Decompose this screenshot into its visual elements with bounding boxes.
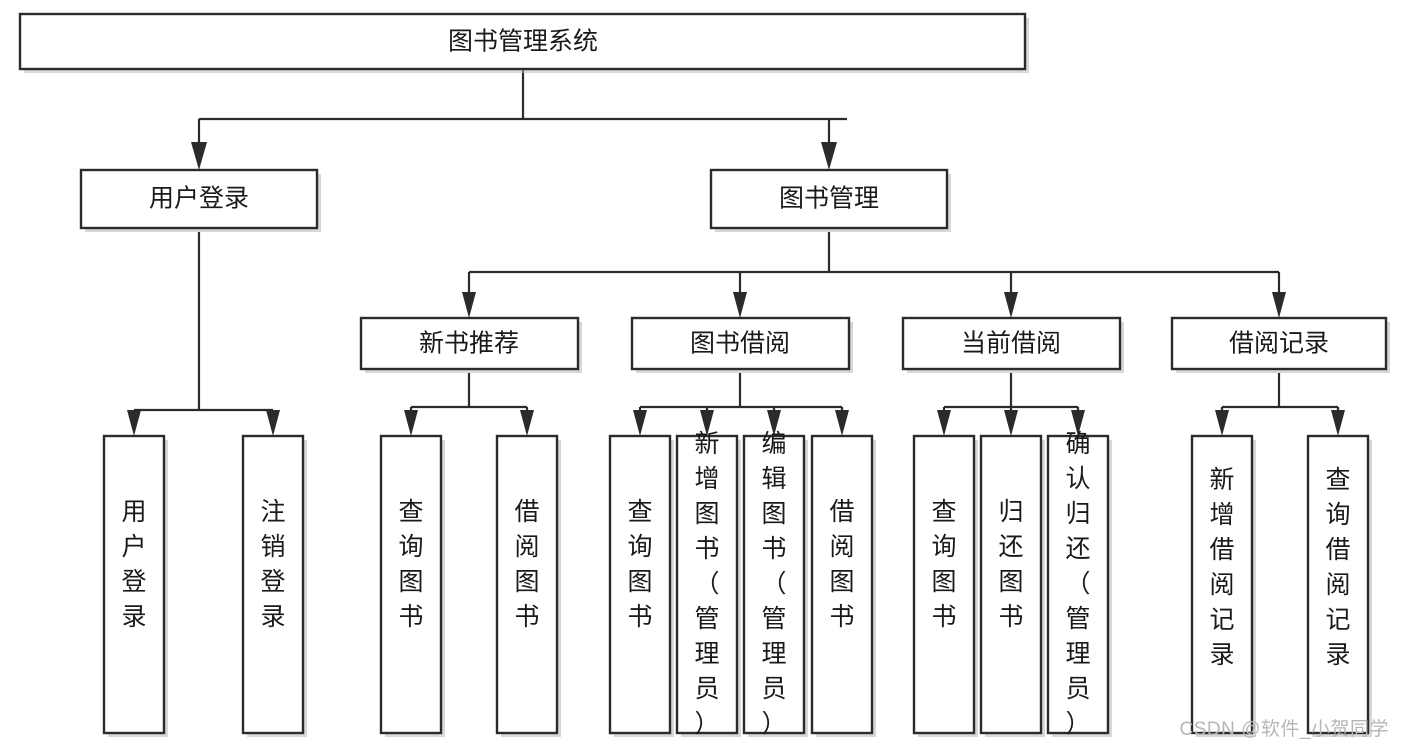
node-leaf-borrow-book-1[interactable]: 借阅图书 (495, 434, 561, 737)
connector-group (127, 69, 1345, 436)
node-book-borrow-label: 图书借阅 (690, 330, 790, 358)
node-borrow-record-box[interactable] (1170, 316, 1388, 371)
arrow-head-leaf-add-record (1215, 410, 1229, 436)
node-leaf-query-book-2[interactable]: 查询图书 (608, 434, 674, 737)
node-borrow-record-label: 借阅记录 (1229, 330, 1329, 358)
node-leaf-query-book-3-box[interactable] (912, 434, 976, 735)
node-book-borrow-box[interactable] (630, 316, 851, 371)
node-leaf-query-book-1-box[interactable] (379, 434, 443, 735)
arrow-head-leaf-query-record (1331, 410, 1345, 436)
node-leaf-user-logout-box[interactable] (241, 434, 305, 735)
node-root[interactable]: 图书管理系统 (18, 12, 1029, 73)
arrow-head-leaf-confirm-return (1071, 410, 1085, 436)
arrow-head-leaf-user-login (127, 410, 141, 436)
node-book-management-box[interactable] (709, 168, 949, 230)
node-new-book-recommend-box[interactable] (359, 316, 580, 371)
node-book-management-label: 图书管理 (779, 185, 879, 213)
arrow-head-leaf-query-book-3 (937, 410, 951, 436)
node-leaf-query-record[interactable]: 查询借阅记录 (1306, 434, 1372, 737)
node-leaf-edit-book[interactable]: 编辑图书（管理员） (742, 430, 808, 738)
arrow-head-user-login (191, 142, 207, 170)
node-leaf-user-login[interactable]: 用户登录 (102, 434, 168, 737)
arrow-head-leaf-user-logout (266, 410, 280, 436)
node-leaf-user-login-box[interactable] (102, 434, 166, 735)
arrow-head-leaf-add-book (700, 410, 714, 436)
node-leaf-borrow-book-2-label: 借阅图书 (829, 498, 854, 631)
node-leaf-add-record-box[interactable] (1190, 434, 1254, 735)
node-leaf-borrow-book-1-box[interactable] (495, 434, 559, 735)
node-user-login-label: 用户登录 (149, 185, 249, 213)
node-leaf-query-book-2-box[interactable] (608, 434, 672, 735)
node-leaf-confirm-return-box[interactable] (1046, 434, 1110, 735)
node-current-borrow-box[interactable] (901, 316, 1122, 371)
node-root-box[interactable] (18, 12, 1027, 71)
node-leaf-edit-book-box[interactable] (742, 434, 806, 735)
node-leaf-query-book-1[interactable]: 查询图书 (379, 434, 445, 737)
node-leaf-query-book-1-label: 查询图书 (398, 498, 423, 631)
node-leaf-add-book-box[interactable] (675, 434, 739, 735)
node-leaf-return-book[interactable]: 归还图书 (979, 434, 1045, 737)
node-leaf-borrow-book-2[interactable]: 借阅图书 (810, 434, 876, 737)
node-user-login-box[interactable] (79, 168, 319, 230)
node-leaf-return-book-label: 归还图书 (998, 498, 1023, 631)
arrow-head-leaf-query-book-1 (404, 410, 418, 436)
node-new-book-recommend-label: 新书推荐 (419, 330, 519, 358)
arrow-head-borrow-record (1272, 292, 1286, 318)
node-root-label: 图书管理系统 (448, 28, 598, 56)
node-leaf-user-logout-label: 注销登录 (260, 498, 285, 631)
node-user-login[interactable]: 用户登录 (79, 168, 321, 232)
node-leaf-add-record[interactable]: 新增借阅记录 (1190, 434, 1256, 737)
arrow-head-leaf-borrow-book-1 (520, 410, 534, 436)
node-leaf-query-record-box[interactable] (1306, 434, 1370, 735)
arrow-head-current-borrow (1004, 292, 1018, 318)
arrow-head-leaf-query-book-2 (633, 410, 647, 436)
node-leaf-query-book-3[interactable]: 查询图书 (912, 434, 978, 737)
node-leaf-edit-book-label: 编辑图书（管理员） (761, 430, 786, 738)
node-leaf-add-record-label: 新增借阅记录 (1209, 466, 1234, 669)
node-leaf-borrow-book-1-label: 借阅图书 (514, 498, 539, 631)
node-leaf-add-book-label: 新增图书（管理员） (694, 430, 719, 738)
node-book-management[interactable]: 图书管理 (709, 168, 951, 232)
node-leaf-return-book-box[interactable] (979, 434, 1043, 735)
node-current-borrow-label: 当前借阅 (961, 330, 1061, 358)
arrow-head-book-borrow (733, 292, 747, 318)
node-current-borrow[interactable]: 当前借阅 (901, 316, 1124, 373)
node-borrow-record[interactable]: 借阅记录 (1170, 316, 1390, 373)
node-leaf-add-book[interactable]: 新增图书（管理员） (675, 430, 741, 738)
node-leaf-query-book-2-label: 查询图书 (627, 498, 652, 631)
arrow-head-leaf-borrow-book-2 (835, 410, 849, 436)
node-leaf-query-book-3-label: 查询图书 (931, 498, 956, 631)
node-leaf-query-record-label: 查询借阅记录 (1325, 466, 1350, 669)
arrow-head-new-book-recommend (462, 292, 476, 318)
node-new-book-recommend[interactable]: 新书推荐 (359, 316, 582, 373)
arrow-head-book-management (821, 142, 837, 170)
node-book-borrow[interactable]: 图书借阅 (630, 316, 853, 373)
arrow-head-leaf-return-book (1004, 410, 1018, 436)
node-leaf-borrow-book-2-box[interactable] (810, 434, 874, 735)
node-leaf-confirm-return-label: 确认归还（管理员） (1065, 430, 1090, 738)
node-leaf-user-login-label: 用户登录 (121, 498, 146, 631)
node-leaf-user-logout[interactable]: 注销登录 (241, 434, 307, 737)
arrow-head-leaf-edit-book (767, 410, 781, 436)
node-leaf-confirm-return[interactable]: 确认归还（管理员） (1046, 430, 1112, 738)
